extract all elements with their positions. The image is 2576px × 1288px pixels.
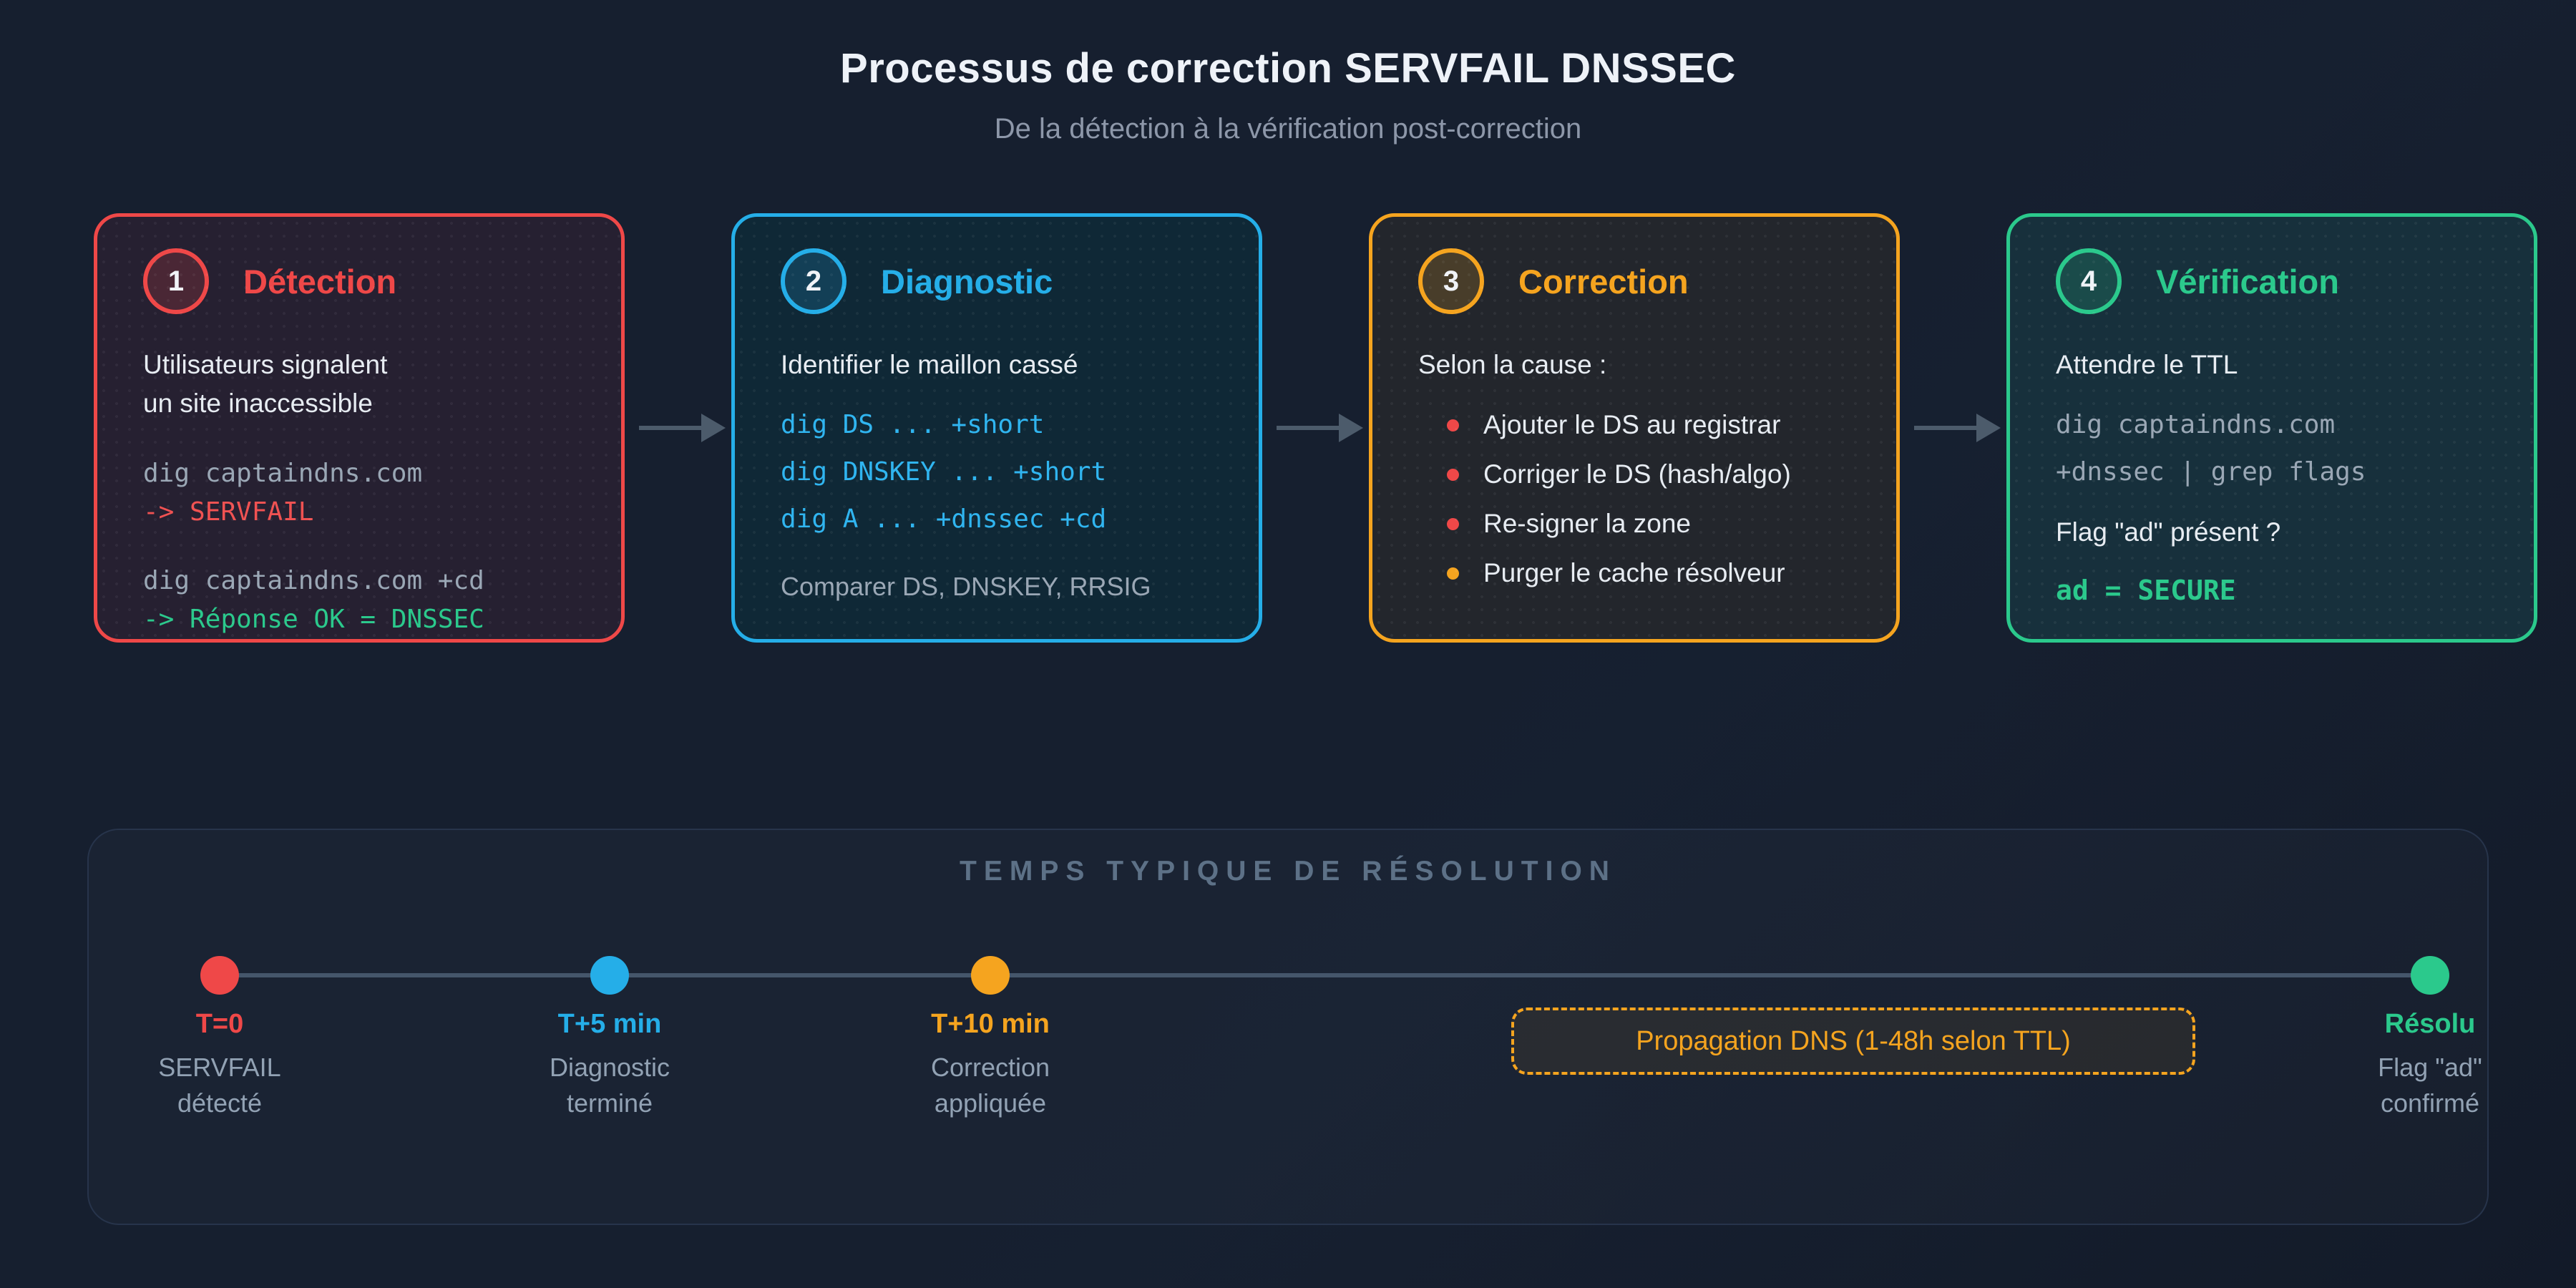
timeline-node-desc: SERVFAIL détecté xyxy=(41,1050,399,1121)
propagation-badge-label: Propagation DNS (1-48h selon TTL) xyxy=(1636,1025,2071,1056)
card-detection-body: Utilisateurs signalent un site inaccessi… xyxy=(143,346,587,423)
timeline-node-label: Résolu Flag "ad" confirmé xyxy=(2251,1009,2576,1121)
desc-line: détecté xyxy=(177,1088,263,1118)
code-block: dig captaindns.com +cd -> Réponse OK = D… xyxy=(143,562,587,639)
timeline-node-time: T=0 xyxy=(195,1009,244,1039)
card-diagnostic-header: 2 Diagnostic xyxy=(781,248,1224,314)
code-line: +dnssec | grep flags xyxy=(2056,457,2366,487)
step-number-badge: 3 xyxy=(1418,248,1484,314)
card-correction: 3 Correction Selon la cause : Ajouter le… xyxy=(1369,213,1900,643)
bullet-dot-icon xyxy=(1447,567,1459,580)
correction-bullet-list: Ajouter le DS au registrar Corriger le D… xyxy=(1418,406,1862,592)
list-item: Ajouter le DS au registrar xyxy=(1418,406,1862,444)
arrow-stem xyxy=(1277,426,1339,430)
bullet-label: Ajouter le DS au registrar xyxy=(1483,410,1781,439)
desc-line: Diagnostic xyxy=(549,1053,670,1082)
page-title: Processus de correction SERVFAIL DNSSEC xyxy=(840,45,1736,92)
list-item: Corriger le DS (hash/algo) xyxy=(1418,455,1862,494)
desc-line: Correction xyxy=(930,1053,1050,1082)
card-correction-header: 3 Correction xyxy=(1418,248,1862,314)
body-line: Identifier le maillon cassé xyxy=(781,350,1078,379)
timeline-node-time: T+5 min xyxy=(557,1009,662,1039)
flow-arrow-icon xyxy=(1914,414,2001,442)
timeline-axis xyxy=(220,973,2431,977)
timeline-panel: TEMPS TYPIQUE DE RÉSOLUTION T=0 SERVFAIL… xyxy=(87,829,2489,1225)
code-line: -> SERVFAIL xyxy=(143,497,314,527)
arrow-head xyxy=(1976,414,2001,442)
card-diagnostic: 2 Diagnostic Identifier le maillon cassé… xyxy=(731,213,1262,643)
timeline-dot-icon xyxy=(590,956,629,995)
card-verification-header: 4 Vérification xyxy=(2056,248,2499,314)
desc-line: terminé xyxy=(566,1088,653,1118)
bullet-dot-icon xyxy=(1447,468,1459,481)
code-line: dig captaindns.com +cd xyxy=(143,566,484,595)
code-line: dig DS ... +short xyxy=(781,410,1045,439)
desc-line: appliquée xyxy=(934,1088,1047,1118)
body-line: un site inaccessible xyxy=(143,389,373,418)
timeline-node-time: T+10 min xyxy=(931,1009,1050,1039)
page-subtitle: De la détection à la vérification post-c… xyxy=(994,113,1582,145)
card-correction-title: Correction xyxy=(1518,262,1689,301)
timeline-title: TEMPS TYPIQUE DE RÉSOLUTION xyxy=(960,856,1616,887)
bullet-label: Purger le cache résolveur xyxy=(1483,558,1785,587)
card-verification-title: Vérification xyxy=(2156,262,2339,301)
card-verification-body: Attendre le TTL xyxy=(2056,346,2499,384)
code-block: dig captaindns.com -> SERVFAIL xyxy=(143,454,587,532)
timeline-node-desc: Correction appliquée xyxy=(811,1050,1169,1121)
card-detection-title: Détection xyxy=(243,262,397,301)
code-line: -> Réponse OK = DNSSEC xyxy=(143,605,484,634)
arrow-head xyxy=(1339,414,1363,442)
list-item: Re-signer la zone xyxy=(1418,504,1862,543)
code-line: dig DNSKEY ... +short xyxy=(781,457,1107,487)
card-diagnostic-note: Comparer DS, DNSKEY, RRSIG xyxy=(781,572,1151,601)
bullet-dot-icon xyxy=(1447,517,1459,530)
flow-arrow-icon xyxy=(639,414,726,442)
code-block: dig DS ... +short dig DNSKEY ... +short … xyxy=(781,401,1224,543)
timeline-dot-icon xyxy=(200,956,239,995)
timeline-node-label: T+5 min Diagnostic terminé xyxy=(431,1009,789,1121)
arrow-head xyxy=(701,414,726,442)
card-diagnostic-title: Diagnostic xyxy=(881,262,1053,301)
timeline-node-time: Résolu xyxy=(2384,1009,2476,1039)
timeline-node-desc: Diagnostic terminé xyxy=(431,1050,789,1121)
timeline-node-desc: Flag "ad" confirmé xyxy=(2251,1050,2576,1121)
arrow-stem xyxy=(1914,426,1976,430)
code-line: dig captaindns.com xyxy=(2056,410,2336,439)
list-item: Purger le cache résolveur xyxy=(1418,554,1862,592)
card-detection: 1 Détection Utilisateurs signalent un si… xyxy=(94,213,625,643)
flow-arrow-icon xyxy=(1277,414,1363,442)
body-line: Utilisateurs signalent xyxy=(143,350,388,379)
bullet-label: Corriger le DS (hash/algo) xyxy=(1483,459,1791,489)
code-line: dig A ... +dnssec +cd xyxy=(781,504,1107,534)
card-detection-header: 1 Détection xyxy=(143,248,587,314)
bullet-dot-icon xyxy=(1447,419,1459,431)
desc-line: SERVFAIL xyxy=(158,1053,281,1082)
card-verification: 4 Vérification Attendre le TTL dig capta… xyxy=(2006,213,2537,643)
timeline-dot-icon xyxy=(971,956,1010,995)
code-line: dig captaindns.com xyxy=(143,459,423,488)
code-block: dig captaindns.com +dnssec | grep flags xyxy=(2056,401,2499,496)
card-diagnostic-body: Identifier le maillon cassé xyxy=(781,346,1224,384)
arrow-stem xyxy=(639,426,701,430)
step-number-badge: 4 xyxy=(2056,248,2122,314)
propagation-badge: Propagation DNS (1-48h selon TTL) xyxy=(1511,1008,2195,1075)
body-line: Attendre le TTL xyxy=(2056,350,2238,379)
timeline-node-label: T+10 min Correction appliquée xyxy=(811,1009,1169,1121)
card-correction-body: Selon la cause : xyxy=(1418,346,1862,384)
step-number-badge: 1 xyxy=(143,248,209,314)
step-number-badge: 2 xyxy=(781,248,847,314)
timeline-dot-icon xyxy=(2411,956,2449,995)
desc-line: Flag "ad" xyxy=(2378,1053,2482,1082)
verification-result: ad = SECURE xyxy=(2056,575,2236,606)
desc-line: confirmé xyxy=(2380,1088,2480,1118)
verification-question: Flag "ad" présent ? xyxy=(2056,517,2281,547)
body-line: Selon la cause : xyxy=(1418,350,1607,379)
timeline-node-label: T=0 SERVFAIL détecté xyxy=(41,1009,399,1121)
bullet-label: Re-signer la zone xyxy=(1483,509,1691,538)
